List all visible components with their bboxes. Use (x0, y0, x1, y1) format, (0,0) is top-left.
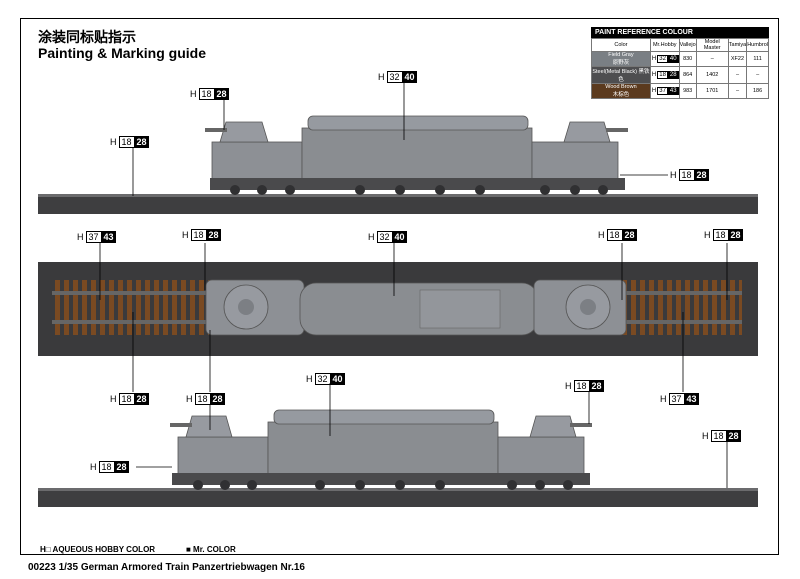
left-gun-barrel (205, 128, 227, 132)
right-turret (563, 121, 611, 143)
title-chinese: 涂装同标贴指示 (38, 29, 136, 45)
central-roof (307, 115, 529, 131)
vallejo-code: 983 (678, 83, 697, 99)
undercarriage-top (210, 178, 625, 190)
title-english: Painting & Marking guide (38, 45, 207, 61)
central-body-top (299, 282, 539, 336)
wooden-ties-right (620, 280, 742, 335)
side-view-bottom (38, 383, 758, 507)
central-body-bottom (267, 421, 499, 483)
tamiya-code: – (727, 83, 748, 99)
color-swatch-steel: Steel(Metal Black) 黑铁色 (591, 66, 651, 84)
legend-mr-color: ■ Mr. COLOR (186, 545, 236, 554)
humbrol-code: 186 (746, 83, 769, 99)
left-turret (219, 121, 269, 143)
page-frame (20, 18, 779, 555)
rail-base-bottom (38, 491, 758, 507)
legend-aqueous: H□ AQUEOUS HOBBY COLOR (40, 545, 156, 554)
right-turret-car (531, 141, 619, 181)
left-turret-car-bottom (177, 436, 269, 476)
right-turret-car-bottom (497, 436, 585, 476)
paint-table-columns: Color Mr.Hobby Vallejo Model Master Tami… (591, 38, 769, 52)
left-turret-car (211, 141, 303, 181)
top-view (38, 243, 758, 392)
rail-base-top (38, 196, 758, 214)
paint-reference-table: PAINT REFERENCE COLOUR Color Mr.Hobby Va… (591, 27, 769, 99)
right-gun-barrel (606, 128, 628, 132)
paint-table-header: PAINT REFERENCE COLOUR (591, 27, 769, 38)
side-view-top (38, 83, 758, 214)
wooden-ties-left (52, 280, 217, 335)
footer-title: 00223 1/35 German Armored Train Panzertr… (28, 562, 305, 573)
